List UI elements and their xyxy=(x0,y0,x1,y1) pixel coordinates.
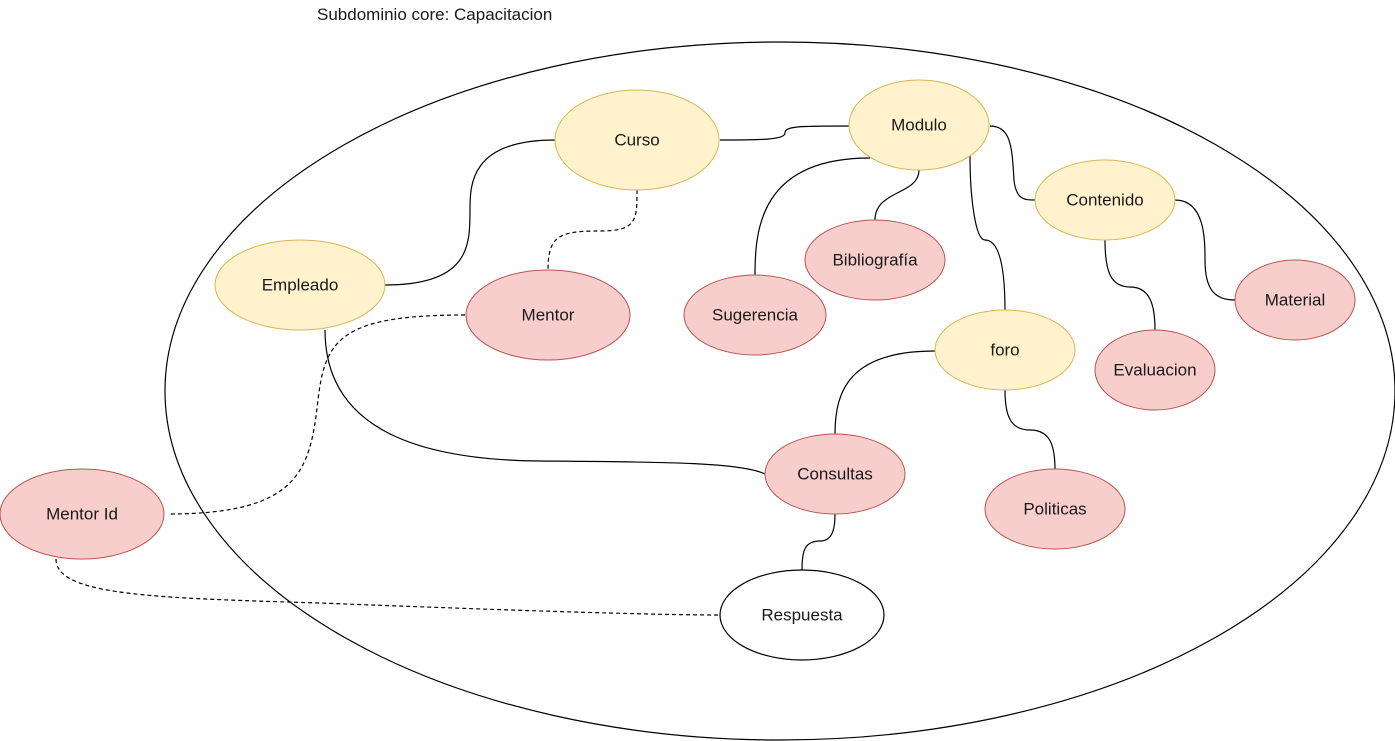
edge-foro-politicas xyxy=(1004,389,1056,471)
edge-curso-empleado xyxy=(384,139,556,286)
node-consultas[interactable]: Consultas xyxy=(764,433,906,515)
edge-modulo-foro xyxy=(969,155,1006,312)
node-bibliografia-label: Bibliografía xyxy=(832,251,918,270)
node-empleado-shape xyxy=(214,239,386,331)
node-sugerencia-label: Sugerencia xyxy=(712,306,799,325)
node-foro-label: foro xyxy=(990,341,1019,360)
node-empleado-label: Empleado xyxy=(262,276,339,295)
edge-contenido-evaluacion xyxy=(1104,239,1156,331)
edge-modulo-contenido xyxy=(989,125,1036,201)
node-politicas[interactable]: Politicas xyxy=(984,468,1126,550)
edge-contenido-material xyxy=(1174,199,1236,301)
edge-modulo-sugerencia xyxy=(754,157,871,276)
edge-consultas-respuesta xyxy=(801,513,836,571)
node-curso[interactable]: Curso xyxy=(554,89,720,191)
node-material-shape xyxy=(1234,259,1356,341)
diagram-title: Subdominio core: Capacitacion xyxy=(317,5,553,24)
node-mentor-shape xyxy=(465,269,631,361)
node-mentor-id[interactable]: Mentor Id xyxy=(0,468,165,560)
node-mentor[interactable]: Mentor xyxy=(465,269,631,361)
node-empleado[interactable]: Empleado xyxy=(214,239,386,331)
node-modulo-label: Modulo xyxy=(891,116,947,135)
node-evaluacion-label: Evaluacion xyxy=(1113,361,1196,380)
node-sugerencia[interactable]: Sugerencia xyxy=(683,274,827,356)
edge-mentorid-respuesta xyxy=(55,558,721,616)
node-evaluacion[interactable]: Evaluacion xyxy=(1094,329,1216,411)
node-respuesta-shape xyxy=(719,569,885,661)
node-mentor-id-shape xyxy=(0,468,165,560)
node-foro[interactable]: foro xyxy=(934,309,1076,391)
subdomain-boundary xyxy=(164,41,1395,741)
node-mentor-label: Mentor xyxy=(522,306,575,325)
node-contenido[interactable]: Contenido xyxy=(1034,159,1176,241)
node-consultas-label: Consultas xyxy=(797,465,873,484)
node-mentor-id-label: Mentor Id xyxy=(46,505,118,524)
node-consultas-shape xyxy=(764,433,906,515)
node-material[interactable]: Material xyxy=(1234,259,1356,341)
node-bibliografia-shape xyxy=(804,219,946,301)
node-sugerencia-shape xyxy=(683,274,827,356)
node-respuesta[interactable]: Respuesta xyxy=(719,569,885,661)
edge-curso-modulo xyxy=(719,125,851,141)
edge-mentor-mentorid xyxy=(167,314,466,515)
node-modulo[interactable]: Modulo xyxy=(848,79,990,171)
node-contenido-shape xyxy=(1034,159,1176,241)
edges-layer xyxy=(55,125,1236,616)
node-modulo-shape xyxy=(848,79,990,171)
edge-empleado-consultas xyxy=(324,329,766,475)
edge-modulo-bibliografia xyxy=(874,169,920,221)
node-politicas-shape xyxy=(984,468,1126,550)
node-bibliografia[interactable]: Bibliografía xyxy=(804,219,946,301)
node-politicas-label: Politicas xyxy=(1023,500,1086,519)
node-evaluacion-shape xyxy=(1094,329,1216,411)
node-material-label: Material xyxy=(1265,291,1325,310)
node-respuesta-label: Respuesta xyxy=(761,606,843,625)
node-curso-shape xyxy=(554,89,720,191)
node-contenido-label: Contenido xyxy=(1066,191,1144,210)
node-curso-label: Curso xyxy=(614,131,659,150)
edge-foro-consultas xyxy=(834,350,936,435)
edge-curso-mentor xyxy=(547,189,638,271)
nodes-layer: Curso Modulo Contenido Empleado Mentor S… xyxy=(0,79,1356,661)
node-foro-shape xyxy=(934,309,1076,391)
